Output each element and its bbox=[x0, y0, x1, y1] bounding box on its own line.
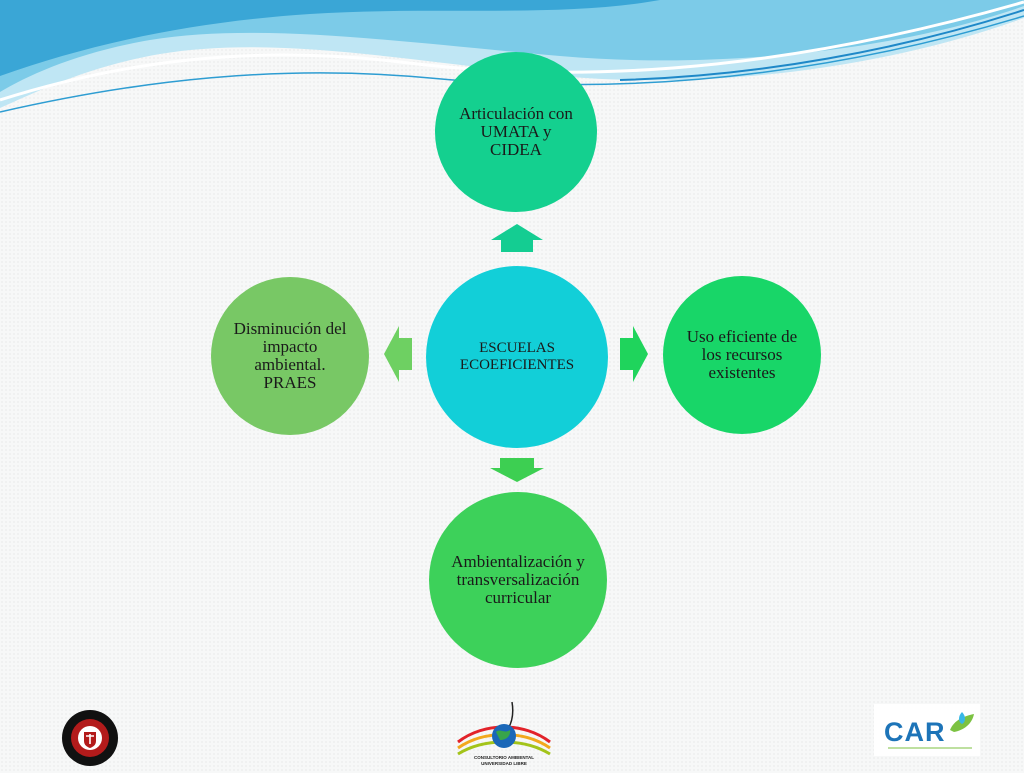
node-ambientalizacion: Ambientalización y transversalización cu… bbox=[429, 492, 607, 668]
node-uso-eficiente: Uso eficiente de los recursos existentes bbox=[663, 276, 821, 434]
node-disminucion: Disminución del impacto ambiental. PRAES bbox=[211, 277, 369, 435]
arrow-up bbox=[491, 224, 543, 252]
center-node: ESCUELAS ECOEFICIENTES bbox=[426, 266, 608, 448]
arrow-down bbox=[490, 458, 544, 482]
car-logo: CAR bbox=[874, 704, 980, 756]
node-articulacion: Articulación con UMATA y CIDEA bbox=[435, 52, 597, 212]
universidad-libre-logo bbox=[60, 708, 120, 768]
arrow-right bbox=[620, 326, 648, 382]
consultorio-ambiental-logo: CONSULTORIO AMBIENTAL UNIVERSIDAD LIBRE bbox=[454, 700, 554, 768]
arrow-left bbox=[384, 326, 412, 382]
